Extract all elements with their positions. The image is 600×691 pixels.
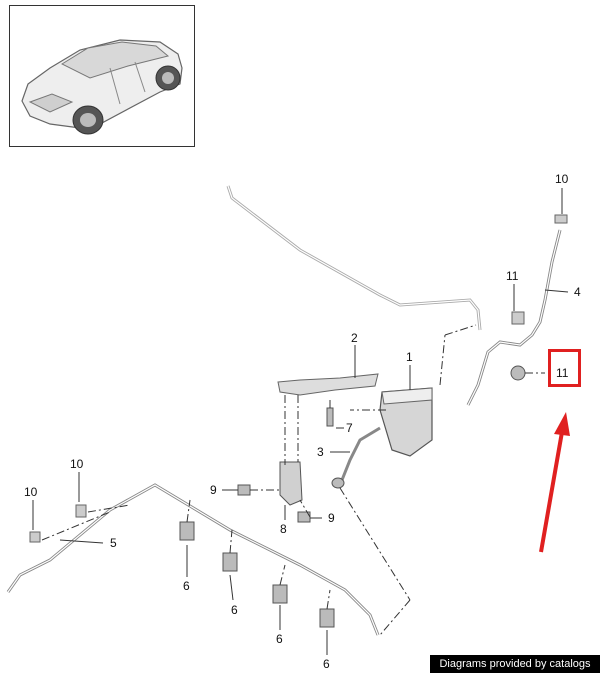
clip-6-a xyxy=(179,521,195,541)
bracket-part-2 xyxy=(277,373,379,396)
label-part-6b: 6 xyxy=(231,603,238,617)
label-part-4: 4 xyxy=(574,285,581,299)
assembly-guide-lines xyxy=(41,324,545,636)
clip-10-left xyxy=(29,531,41,543)
label-part-3: 3 xyxy=(317,445,324,459)
label-part-1: 1 xyxy=(406,350,413,364)
vehicle-thumbnail xyxy=(9,5,195,147)
clip-6-b xyxy=(222,552,238,572)
label-part-10-top: 10 xyxy=(555,172,569,186)
valve-part-8 xyxy=(279,461,303,506)
label-part-6c: 6 xyxy=(276,632,283,646)
red-arrow-icon xyxy=(539,412,570,553)
label-part-6d: 6 xyxy=(323,657,330,671)
label-part-6a: 6 xyxy=(183,579,190,593)
label-part-10-left: 10 xyxy=(24,485,38,499)
label-part-10-mid: 10 xyxy=(70,457,84,471)
clip-11-upper xyxy=(511,311,525,325)
car-suv-icon xyxy=(21,39,183,135)
label-part-5: 5 xyxy=(110,536,117,550)
clip-11-highlighted xyxy=(510,365,526,381)
label-part-11-highlighted: 11 xyxy=(556,366,569,380)
grommet-9-left xyxy=(237,484,251,496)
label-part-9b: 9 xyxy=(328,511,335,525)
highlight-box xyxy=(548,349,581,387)
label-part-8: 8 xyxy=(280,522,287,536)
hose-part-3 xyxy=(340,426,381,481)
label-part-2: 2 xyxy=(351,331,358,345)
label-part-7: 7 xyxy=(346,421,353,435)
line-upper-left xyxy=(226,185,482,331)
screw-part-7 xyxy=(326,407,334,427)
credit-banner: Diagrams provided by catalogs parts xyxy=(430,655,600,688)
clip-10-mid xyxy=(75,504,87,518)
clip-6-c xyxy=(272,584,288,604)
clip-6-d xyxy=(319,608,335,628)
connector-10-top xyxy=(554,214,568,224)
label-part-9a: 9 xyxy=(210,483,217,497)
parts-exploded-diagram: 1 2 3 4 5 6 6 6 6 7 8 9 9 10 10 10 11 11 xyxy=(6,172,581,671)
label-part-11-upper: 11 xyxy=(506,269,519,283)
label-leaders xyxy=(32,188,569,655)
